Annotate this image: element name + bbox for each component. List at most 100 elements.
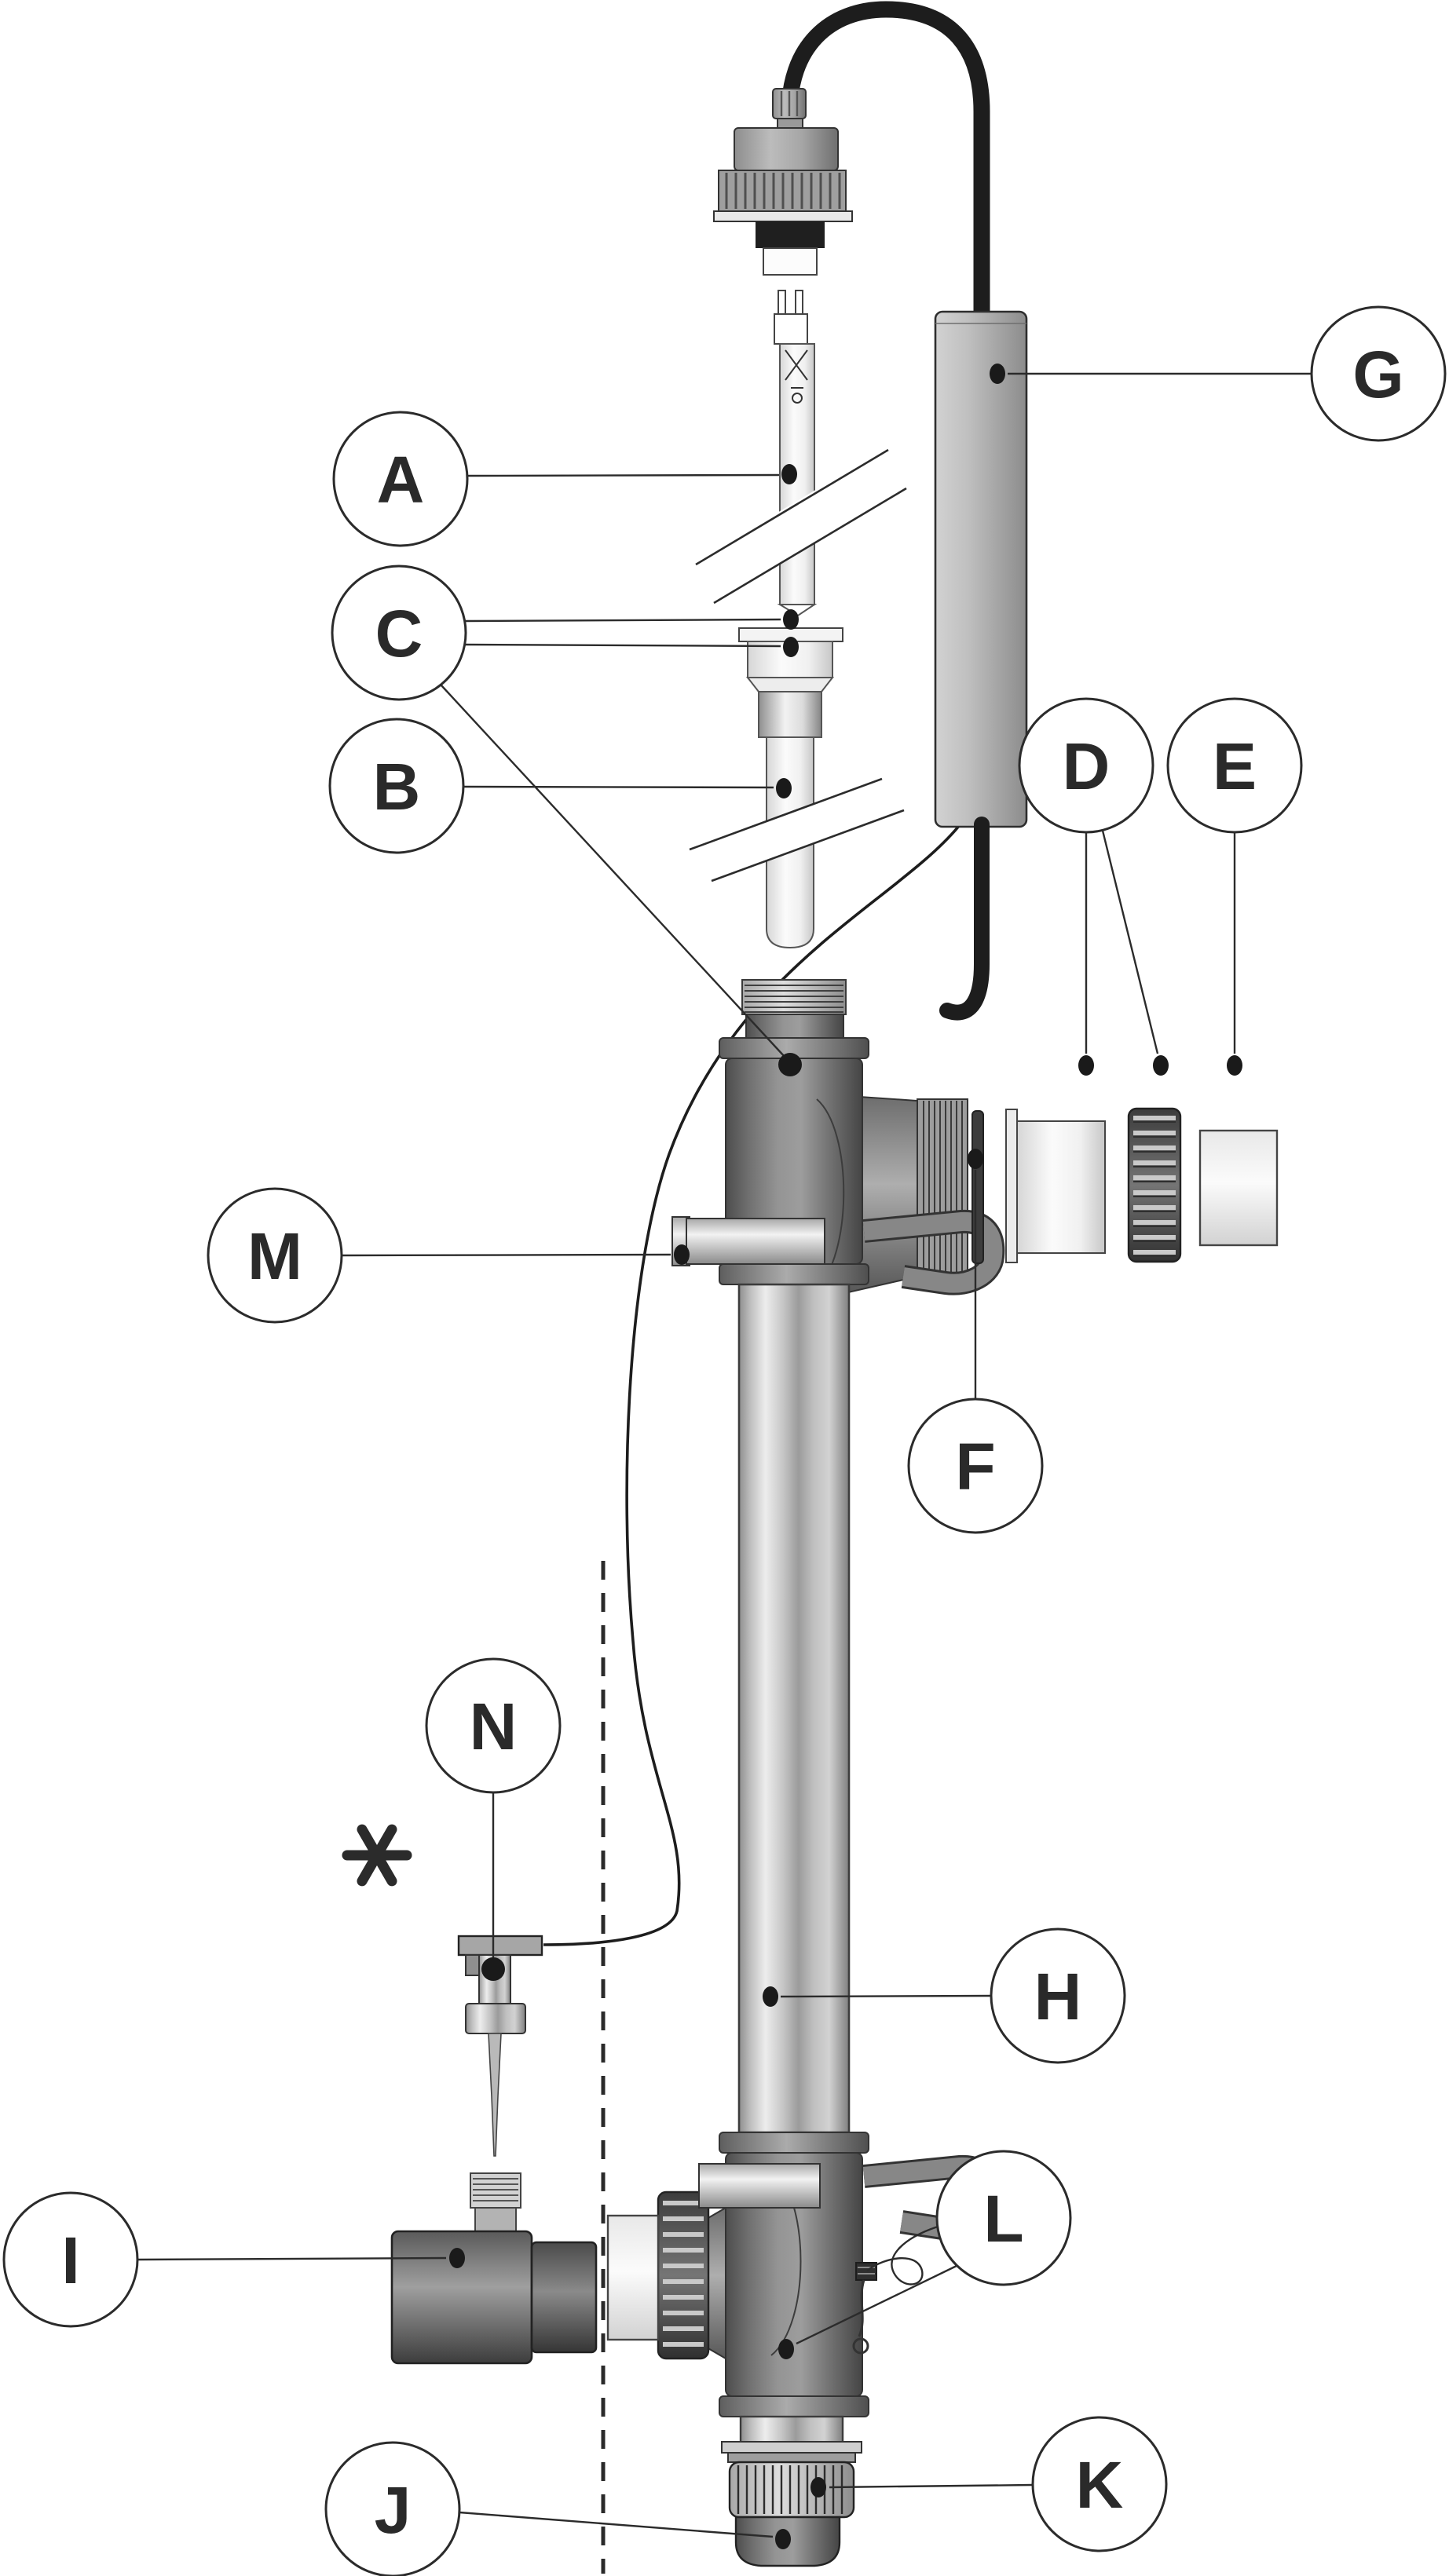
leader-dot <box>1078 1055 1094 1076</box>
label-letter: G <box>1352 338 1403 411</box>
bottom-drain-assembly <box>721 2415 862 2567</box>
label-letter: E <box>1213 729 1257 803</box>
callout-G: G <box>990 305 1447 442</box>
union-parts <box>971 1107 1279 1264</box>
label-letter: J <box>375 2473 412 2547</box>
leader-line <box>866 2225 939 2286</box>
leader-dot <box>1153 1055 1169 1076</box>
break-gap <box>690 779 904 881</box>
leader-line <box>780 1994 992 1998</box>
side-port-threads <box>917 1098 968 1279</box>
ballast-unit <box>934 310 1028 828</box>
label-circle <box>2 2191 139 2328</box>
leader-line <box>796 2264 957 2345</box>
lamp-pin <box>795 290 803 316</box>
adapter-port-neck <box>474 2207 517 2232</box>
lower-tee-body <box>606 2132 1004 2417</box>
union-gasket <box>971 1110 984 1264</box>
leader-dot <box>775 2529 791 2549</box>
mounting-clamp-band <box>686 1218 825 1265</box>
cap-body <box>734 127 839 171</box>
leader-dot <box>481 1957 505 1981</box>
label-letter: N <box>470 1690 518 1763</box>
label-letter: H <box>1034 1960 1082 2033</box>
union-nut <box>1127 1107 1182 1263</box>
leader-line <box>829 2483 1034 2489</box>
leader-line <box>459 2511 774 2538</box>
label-letter: C <box>375 597 423 670</box>
lamp-base <box>774 313 808 345</box>
leader-dot <box>781 464 797 484</box>
break-symbol <box>695 448 907 605</box>
label-letter: A <box>377 443 425 517</box>
leader-dot <box>778 1053 802 1076</box>
label-letter: L <box>983 2182 1023 2256</box>
label-letter: M <box>247 1219 302 1293</box>
ballast-lamp-cable <box>939 817 990 1021</box>
label-letter: B <box>373 750 421 824</box>
power-cable <box>781 1 990 316</box>
top-port-neck <box>745 1014 844 1040</box>
leader-dot <box>783 609 799 630</box>
lamp-pin <box>778 290 786 316</box>
label-circle <box>1166 697 1303 834</box>
callout-C: C <box>331 565 802 1076</box>
label-letter: F <box>955 1430 995 1504</box>
leader-line <box>137 2256 447 2261</box>
callout-N: N <box>425 1657 562 1981</box>
left-port-cone <box>706 2206 726 2360</box>
sensor-probe-needle <box>488 2033 502 2157</box>
leader-dot <box>990 364 1005 384</box>
callout-J: J <box>324 2441 791 2576</box>
leader-line <box>467 473 780 477</box>
leader-dot <box>783 637 799 657</box>
lamp-filament <box>785 349 808 389</box>
upper-tee-body <box>671 979 1005 1295</box>
sleeve-metal-band <box>758 691 822 738</box>
drain-flange <box>721 2441 862 2454</box>
label-circle <box>332 411 469 547</box>
leader-dot <box>763 1986 778 2007</box>
housing-tube <box>737 1283 851 2134</box>
pipe-stub <box>606 2214 660 2341</box>
label-letter: K <box>1076 2448 1124 2522</box>
adapter-outlet <box>530 2241 598 2354</box>
callout-M: M <box>207 1187 690 1324</box>
lamp-socket <box>763 247 818 276</box>
label-circle <box>1018 697 1154 834</box>
cap-seal-collar <box>756 221 825 248</box>
label-letter: D <box>1063 729 1111 803</box>
lower-collar <box>719 2395 869 2417</box>
callout-F: F <box>907 1149 1044 1534</box>
leader-line <box>465 643 781 648</box>
drain-neck <box>739 2415 844 2445</box>
mounting-clamp-band <box>698 2163 821 2209</box>
leader-dot <box>674 1244 690 1265</box>
label-circle <box>1031 2416 1168 2552</box>
label-circle <box>907 1398 1044 1534</box>
leader-line <box>1101 830 1159 1054</box>
label-circle <box>1310 305 1447 442</box>
leader-dot <box>776 778 792 798</box>
leader-line <box>441 685 786 1058</box>
inlet-adapter <box>390 2172 598 2365</box>
break-symbol <box>689 777 905 882</box>
callout-D: D <box>1018 697 1169 1076</box>
callout-B: B <box>328 718 792 854</box>
sensor-cable <box>543 824 961 1946</box>
leader-line <box>465 618 781 623</box>
union-tailpiece-body <box>1016 1120 1106 1254</box>
label-circle <box>207 1187 343 1324</box>
asterisk-stroke <box>357 1824 397 1887</box>
lamp-cap-assembly <box>713 88 853 276</box>
sensor-assembly <box>457 1935 543 2157</box>
leader-dot <box>968 1149 983 1169</box>
label-circle <box>990 1927 1126 2064</box>
leader-dot <box>1227 1055 1242 1076</box>
callout-E: E <box>1166 697 1303 1076</box>
pipe-coupler <box>1198 1129 1279 1247</box>
callout-A: A <box>332 411 797 547</box>
upper-collar <box>719 2132 869 2154</box>
leader-dot <box>810 2477 826 2497</box>
cap-flange <box>713 210 853 222</box>
